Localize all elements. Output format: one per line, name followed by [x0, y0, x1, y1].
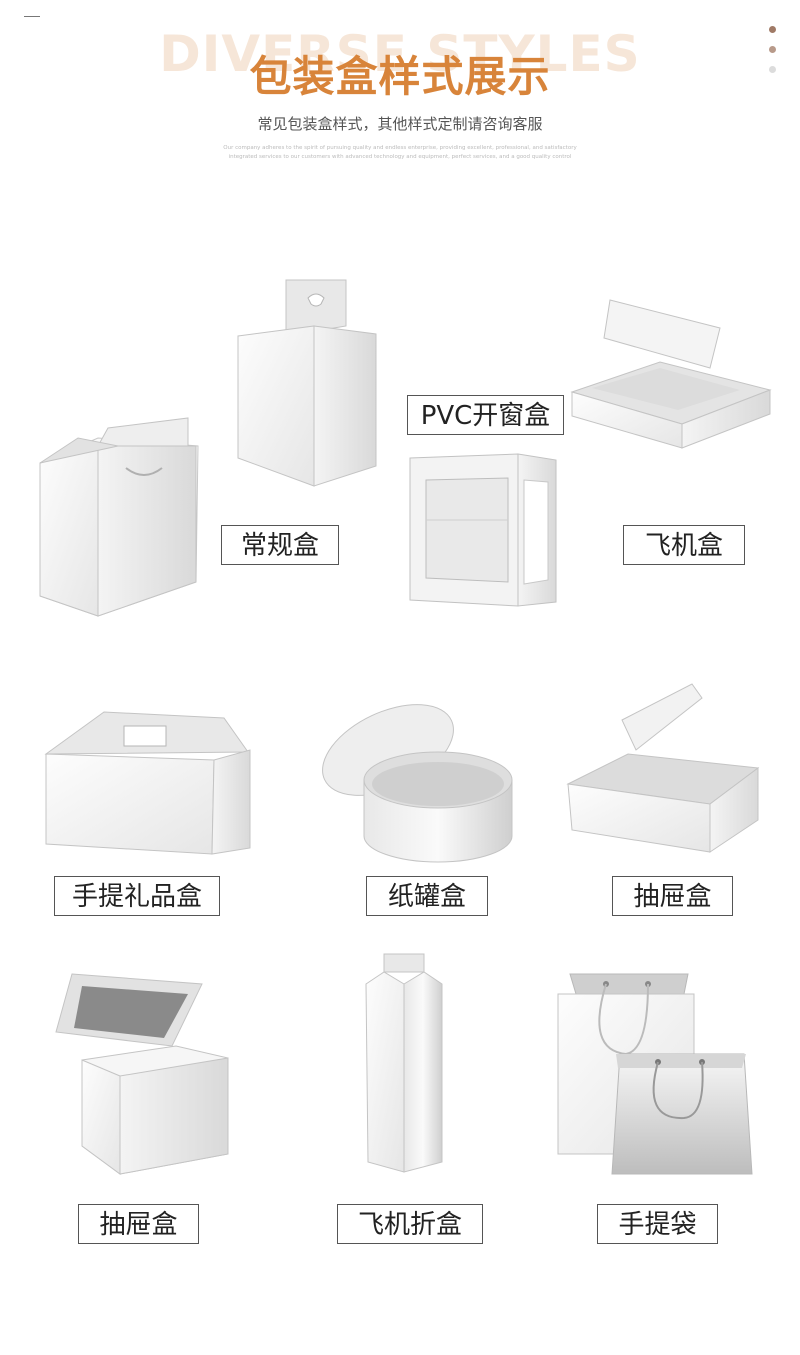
label-paper-tube-box[interactable]: 纸罐盒: [366, 876, 488, 916]
page-dot-1[interactable]: [768, 26, 776, 33]
paper-bag-icon: [557, 973, 753, 1175]
fine-print-line-2: integrated services to our customers wit…: [228, 154, 572, 160]
top-left-dash: [24, 16, 40, 17]
open-lid-box-icon: [566, 683, 760, 853]
label-paper-bag[interactable]: 手提袋: [597, 1204, 718, 1244]
page-indicator[interactable]: [767, 26, 777, 86]
page-dot-3[interactable]: [768, 66, 776, 73]
label-folding-mailer-box[interactable]: 飞机折盒: [337, 1204, 483, 1244]
label-gift-box[interactable]: 手提礼品盒: [54, 876, 220, 916]
gable-box-icon: [44, 711, 251, 855]
round-tube-box-icon: [322, 704, 513, 863]
label-standard-box[interactable]: 常规盒: [221, 525, 339, 565]
background-title: DIVERSE STYLES: [159, 25, 641, 83]
page-dot-2[interactable]: [768, 46, 776, 53]
tuck-box-icon: [39, 279, 377, 617]
label-drawer-box-2[interactable]: 抽屉盒: [78, 1204, 199, 1244]
page-title: 包装盒样式展示: [249, 52, 551, 101]
mailer-box-icon: [570, 299, 772, 449]
fine-print-line-1: Our company adheres to the spirit of pur…: [223, 145, 577, 151]
lid-base-box-icon: [55, 973, 229, 1175]
label-mailer-box[interactable]: 飞机盒: [623, 525, 745, 565]
tall-carton-icon: [365, 953, 443, 1173]
window-box-icon: [409, 453, 557, 607]
page-subtitle: 常见包装盒样式，其他样式定制请咨询客服: [257, 115, 543, 133]
label-drawer-box-1[interactable]: 抽屉盒: [612, 876, 733, 916]
label-pvc-window-box[interactable]: PVC开窗盒: [407, 395, 564, 435]
